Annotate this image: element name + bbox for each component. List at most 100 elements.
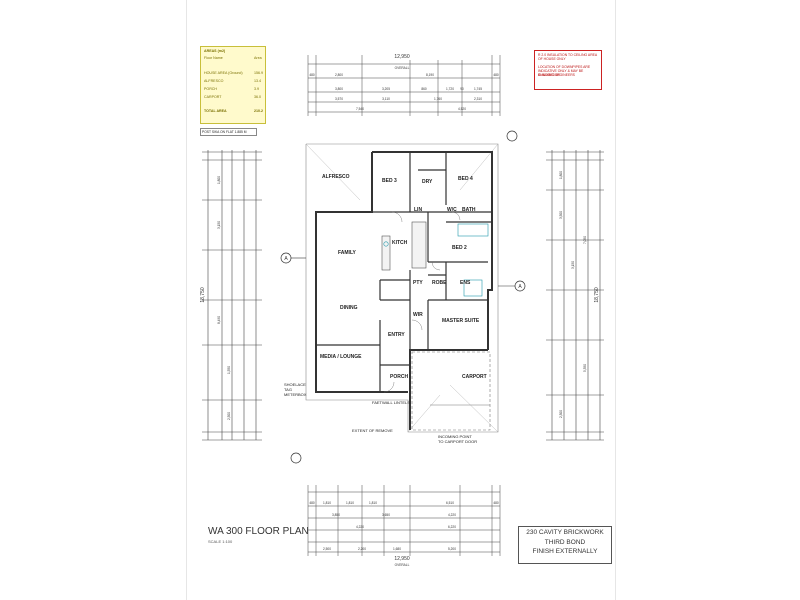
dim-text: 480 — [309, 73, 315, 77]
post-note: POST SIKA ON FLAT 1.885 M — [200, 128, 257, 136]
room-bed4: BED 4 — [458, 176, 473, 182]
dim-text: 8,490 — [217, 316, 221, 324]
kitchen-island — [381, 235, 391, 271]
room-dining: DINING — [340, 305, 358, 311]
room-pantry: PTY — [413, 280, 423, 286]
dim-text: 1,720 — [446, 87, 454, 91]
brickwork-note: 230 CAVITY BRICKWORK THIRD BOND FINISH E… — [518, 526, 612, 564]
note-line: LOCATION OF DOWNPIPES ARE — [538, 65, 591, 69]
dim-text: OVERALL — [395, 563, 410, 567]
area-row-value: 13.4 — [254, 79, 261, 83]
plan-title: WA 300 FLOOR PLAN — [208, 526, 309, 537]
dim-text: 1,810 — [346, 501, 354, 505]
dim-text: 1,800 — [217, 176, 221, 184]
areas-table: AREAS (m2) Floor Name Area HOUSE AREA (G… — [200, 46, 266, 124]
room-family: FAMILY — [338, 250, 356, 256]
dim-text: 2,500 — [227, 412, 231, 420]
room-porch: PORCH — [390, 374, 409, 380]
area-total-value: 210.2 — [254, 109, 263, 113]
dim-text: 3,650 — [382, 513, 390, 517]
room-dry: DRY — [422, 179, 433, 185]
dim-text: 1,810 — [369, 501, 377, 505]
dim-text: 6,510 — [446, 501, 454, 505]
room-kitchen: KITCH — [392, 240, 408, 246]
dim-text: 480 — [309, 501, 315, 505]
dim-text: 7,540 — [356, 107, 364, 111]
dim-text: 2,300 — [559, 410, 563, 418]
dim-text: 18,750 — [200, 287, 206, 303]
brickwork-line: 230 CAVITY BRICKWORK — [526, 529, 604, 536]
external-wall — [409, 349, 488, 430]
room-media-lounge: MEDIA / LOUNGE — [320, 354, 362, 360]
dim-text: 3,150 — [217, 221, 221, 229]
dim-text: 5,350 — [583, 364, 587, 372]
section-label: A — [518, 284, 522, 290]
note-line: OF HOUSE ONLY — [538, 57, 566, 61]
room-bed3: BED 3 — [382, 178, 397, 184]
dim-text: 4,220 — [356, 525, 364, 529]
dim-text: 3,570 — [335, 97, 343, 101]
room-bath: BATH — [462, 207, 476, 213]
notes-box: R 2.0 INSULATION TO CEILING AREA OF HOUS… — [534, 50, 602, 90]
area-row-value: 3.9 — [254, 87, 259, 91]
carport-slab — [411, 351, 491, 431]
dim-text: 2,200 — [358, 547, 366, 551]
room-entry: ENTRY — [388, 332, 405, 338]
dim-text: 3,110 — [382, 97, 390, 101]
dim-text: 18,750 — [594, 287, 600, 303]
bath-tub — [457, 223, 489, 237]
dim-text: 7,050 — [583, 236, 587, 244]
shower — [463, 279, 483, 297]
dim-text: 2,800 — [335, 73, 343, 77]
meterbox-label: SHOELACE TAG METERBOX — [284, 382, 307, 397]
areas-header-name: Floor Name — [204, 56, 223, 60]
note-line: R 2.0 INSULATION TO CEILING AREA — [538, 53, 598, 57]
plan-scale: SCALE 1:100 — [208, 539, 233, 544]
external-wall — [315, 152, 408, 393]
dim-text: 3,205 — [382, 87, 390, 91]
area-row-label: ALFRESCO — [204, 79, 224, 83]
dim-text: 8,190 — [426, 73, 434, 77]
room-wc: W/C — [447, 207, 457, 213]
note-line: BUILDING ENGINEERS — [538, 73, 575, 77]
brickwork-line: THIRD BOND — [544, 538, 586, 546]
section-marker — [290, 452, 302, 464]
room-robe: ROBE — [432, 280, 447, 286]
dim-text: 12,950 — [394, 54, 410, 60]
dim-text: 480 — [493, 501, 499, 505]
areas-header-area: Area — [254, 56, 262, 60]
dim-text: 1,800 — [559, 171, 563, 179]
dim-text: 3,150 — [571, 261, 575, 269]
room-ensuite: ENS — [460, 280, 471, 286]
section-label: A — [284, 256, 288, 262]
area-row-value: 36.0 — [254, 95, 261, 99]
room-carport: CARPORT — [462, 374, 487, 380]
dim-text: 2,310 — [474, 97, 482, 101]
roof-outline — [305, 143, 499, 433]
dim-text: 1,550 — [227, 366, 231, 374]
dim-text: OVERALL — [395, 66, 410, 70]
area-row-label: HOUSE AREA (Ground) — [204, 71, 243, 75]
dim-text: 5,200 — [448, 547, 456, 551]
extent-label: EXTENT OF REMOVE — [352, 428, 393, 433]
dim-text: 4,520 — [458, 107, 466, 111]
dim-text: 480 — [493, 73, 499, 77]
area-total-label: TOTAL AREA — [204, 109, 227, 113]
dim-text: 6,220 — [448, 525, 456, 529]
room-wir: WIR — [413, 312, 423, 318]
external-wall — [372, 151, 493, 350]
dim-text: 4,220 — [448, 513, 456, 517]
carport-door-label: INCOMING POINT TO CARPORT DOOR — [438, 434, 478, 444]
area-row-value: 156.9 — [254, 71, 263, 75]
dim-text: 1,810 — [323, 501, 331, 505]
brickwork-line: FINISH EXTERNALLY — [532, 548, 598, 555]
room-bed2: BED 2 — [452, 245, 467, 251]
sink — [383, 241, 389, 247]
kitchen-bench — [411, 221, 427, 269]
dim-text: 12,950 — [394, 556, 410, 562]
room-alfresco: ALFRESCO — [322, 174, 350, 180]
dim-text: 2,500 — [323, 547, 331, 551]
dim-text: 3,500 — [559, 211, 563, 219]
dim-text: 3,850 — [332, 513, 340, 517]
